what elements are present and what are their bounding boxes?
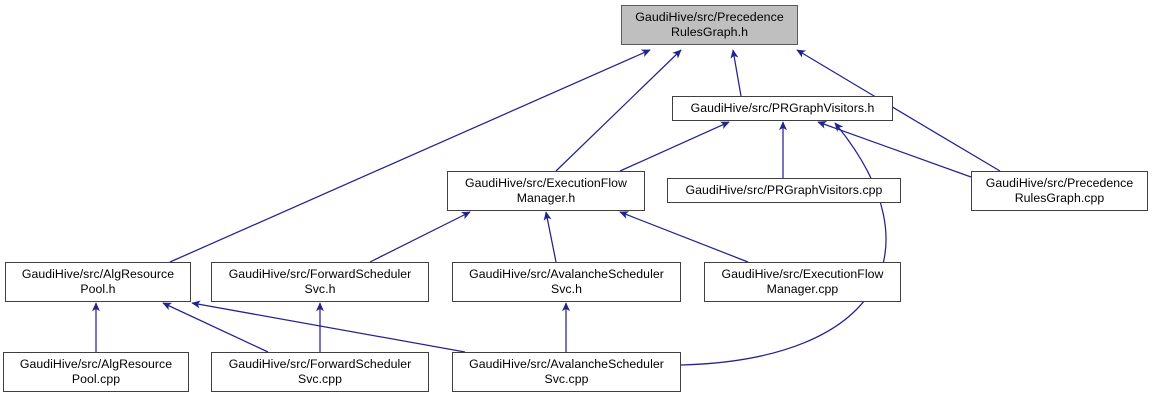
graph-edge [619, 121, 730, 172]
graph-edge [730, 49, 742, 97]
graph-node-forwardschedulersvc-cpp[interactable]: GaudiHive/src/ForwardScheduler Svc.cpp [211, 352, 429, 392]
graph-node-precedence-rules-graph-h[interactable]: GaudiHive/src/Precedence RulesGraph.h [621, 5, 798, 45]
graph-node-label: GaudiHive/src/AvalancheScheduler Svc.h [469, 267, 664, 296]
graph-edge [543, 211, 557, 263]
graph-edge [162, 302, 269, 353]
graph-node-precedence-rules-graph-cpp[interactable]: GaudiHive/src/Precedence RulesGraph.cpp [971, 171, 1148, 211]
graph-node-executionflowmanager-cpp[interactable]: GaudiHive/src/ExecutionFlow Manager.cpp [704, 262, 901, 302]
graph-node-prgraphvisitors-h[interactable]: GaudiHive/src/PRGraphVisitors.h [672, 96, 893, 121]
graph-edge [817, 121, 972, 178]
graph-node-label: GaudiHive/src/ForwardScheduler Svc.h [228, 267, 412, 296]
graph-node-avalancheschedulersvc-cpp[interactable]: GaudiHive/src/AvalancheScheduler Svc.cpp [452, 352, 681, 392]
graph-edge [680, 122, 887, 366]
graph-node-algresourcepool-h[interactable]: GaudiHive/src/AlgResource Pool.h [5, 262, 191, 302]
graph-node-label: GaudiHive/src/PRGraphVisitors.h [690, 101, 875, 115]
graph-node-prgraphvisitors-cpp[interactable]: GaudiHive/src/PRGraphVisitors.cpp [667, 178, 901, 203]
graph-node-label: GaudiHive/src/Precedence RulesGraph.cpp [985, 176, 1134, 205]
graph-node-label: GaudiHive/src/AlgResource Pool.h [21, 267, 175, 296]
graph-node-label: GaudiHive/src/PRGraphVisitors.cpp [685, 183, 883, 197]
graph-edge [191, 300, 466, 353]
graph-node-executionflowmanager-h[interactable]: GaudiHive/src/ExecutionFlow Manager.h [447, 171, 645, 211]
graph-edge [369, 211, 471, 263]
graph-edge [555, 49, 682, 172]
graph-node-label: GaudiHive/src/AlgResource Pool.cpp [19, 357, 173, 386]
graph-edge [169, 49, 651, 263]
graph-node-algresourcepool-cpp[interactable]: GaudiHive/src/AlgResource Pool.cpp [3, 352, 189, 392]
graph-node-forwardschedulersvc-h[interactable]: GaudiHive/src/ForwardScheduler Svc.h [211, 262, 429, 302]
graph-node-label: GaudiHive/src/Precedence RulesGraph.h [635, 10, 784, 39]
graph-node-label: GaudiHive/src/ForwardScheduler Svc.cpp [228, 357, 412, 386]
graph-node-label: GaudiHive/src/ExecutionFlow Manager.h [465, 176, 627, 205]
graph-node-avalancheschedulersvc-h[interactable]: GaudiHive/src/AvalancheScheduler Svc.h [452, 262, 681, 302]
graph-edge [619, 211, 749, 263]
graph-node-label: GaudiHive/src/AvalancheScheduler Svc.cpp [469, 357, 664, 386]
graph-node-label: GaudiHive/src/ExecutionFlow Manager.cpp [721, 267, 884, 296]
